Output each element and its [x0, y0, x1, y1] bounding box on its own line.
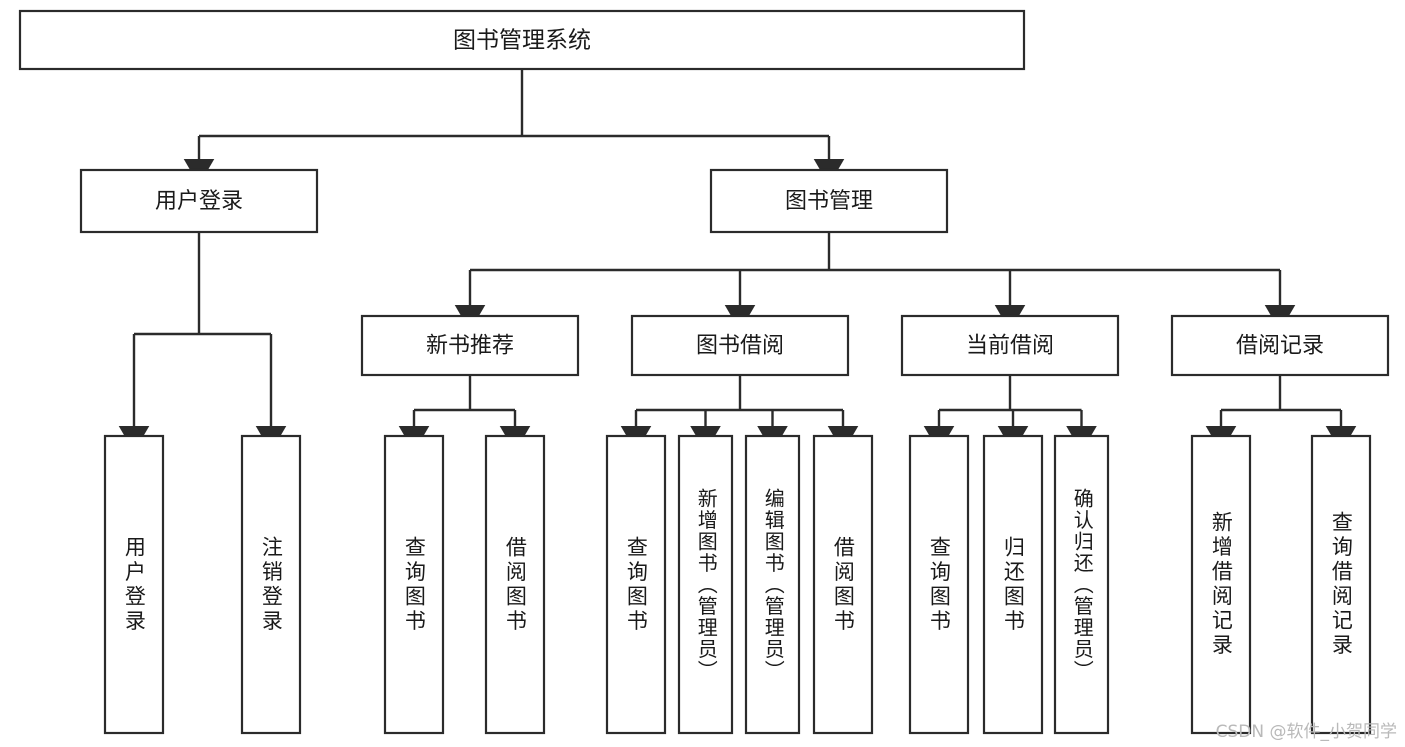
node-leaf-8[interactable] — [908, 434, 970, 735]
node-root-label: 图书管理系统 — [453, 28, 591, 54]
node-leaf-5[interactable] — [677, 434, 734, 735]
node-leaf-7[interactable] — [812, 434, 874, 735]
node-level2-label-0: 新书推荐 — [426, 334, 514, 359]
node-leaf-9[interactable] — [982, 434, 1044, 735]
node-leaf-11[interactable] — [1190, 434, 1252, 735]
node-boxes-group — [18, 9, 1390, 735]
node-leaf-2[interactable] — [383, 434, 445, 735]
node-level2-label-1: 图书借阅 — [696, 334, 784, 359]
node-level2-3[interactable] — [1170, 314, 1390, 377]
node-level2-label-3: 借阅记录 — [1236, 334, 1324, 359]
node-root[interactable] — [18, 9, 1026, 71]
node-level2-label-2: 当前借阅 — [966, 334, 1054, 359]
node-level2-1[interactable] — [630, 314, 850, 377]
node-level1-label-0: 用户登录 — [155, 189, 243, 214]
connector-lines-group — [118, 69, 1357, 453]
node-leaf-3[interactable] — [484, 434, 546, 735]
csdn-watermark: CSDN @软件_小贺同学 — [1215, 722, 1397, 742]
node-leaf-4[interactable] — [605, 434, 667, 735]
node-leaf-6[interactable] — [744, 434, 801, 735]
node-level1-1[interactable] — [709, 168, 949, 234]
node-level2-0[interactable] — [360, 314, 580, 377]
node-leaf-10[interactable] — [1053, 434, 1110, 735]
node-level2-2[interactable] — [900, 314, 1120, 377]
node-level1-label-1: 图书管理 — [785, 189, 873, 214]
node-level1-0[interactable] — [79, 168, 319, 234]
node-leaf-0[interactable] — [103, 434, 165, 735]
node-leaf-1[interactable] — [240, 434, 302, 735]
node-leaf-12[interactable] — [1310, 434, 1372, 735]
